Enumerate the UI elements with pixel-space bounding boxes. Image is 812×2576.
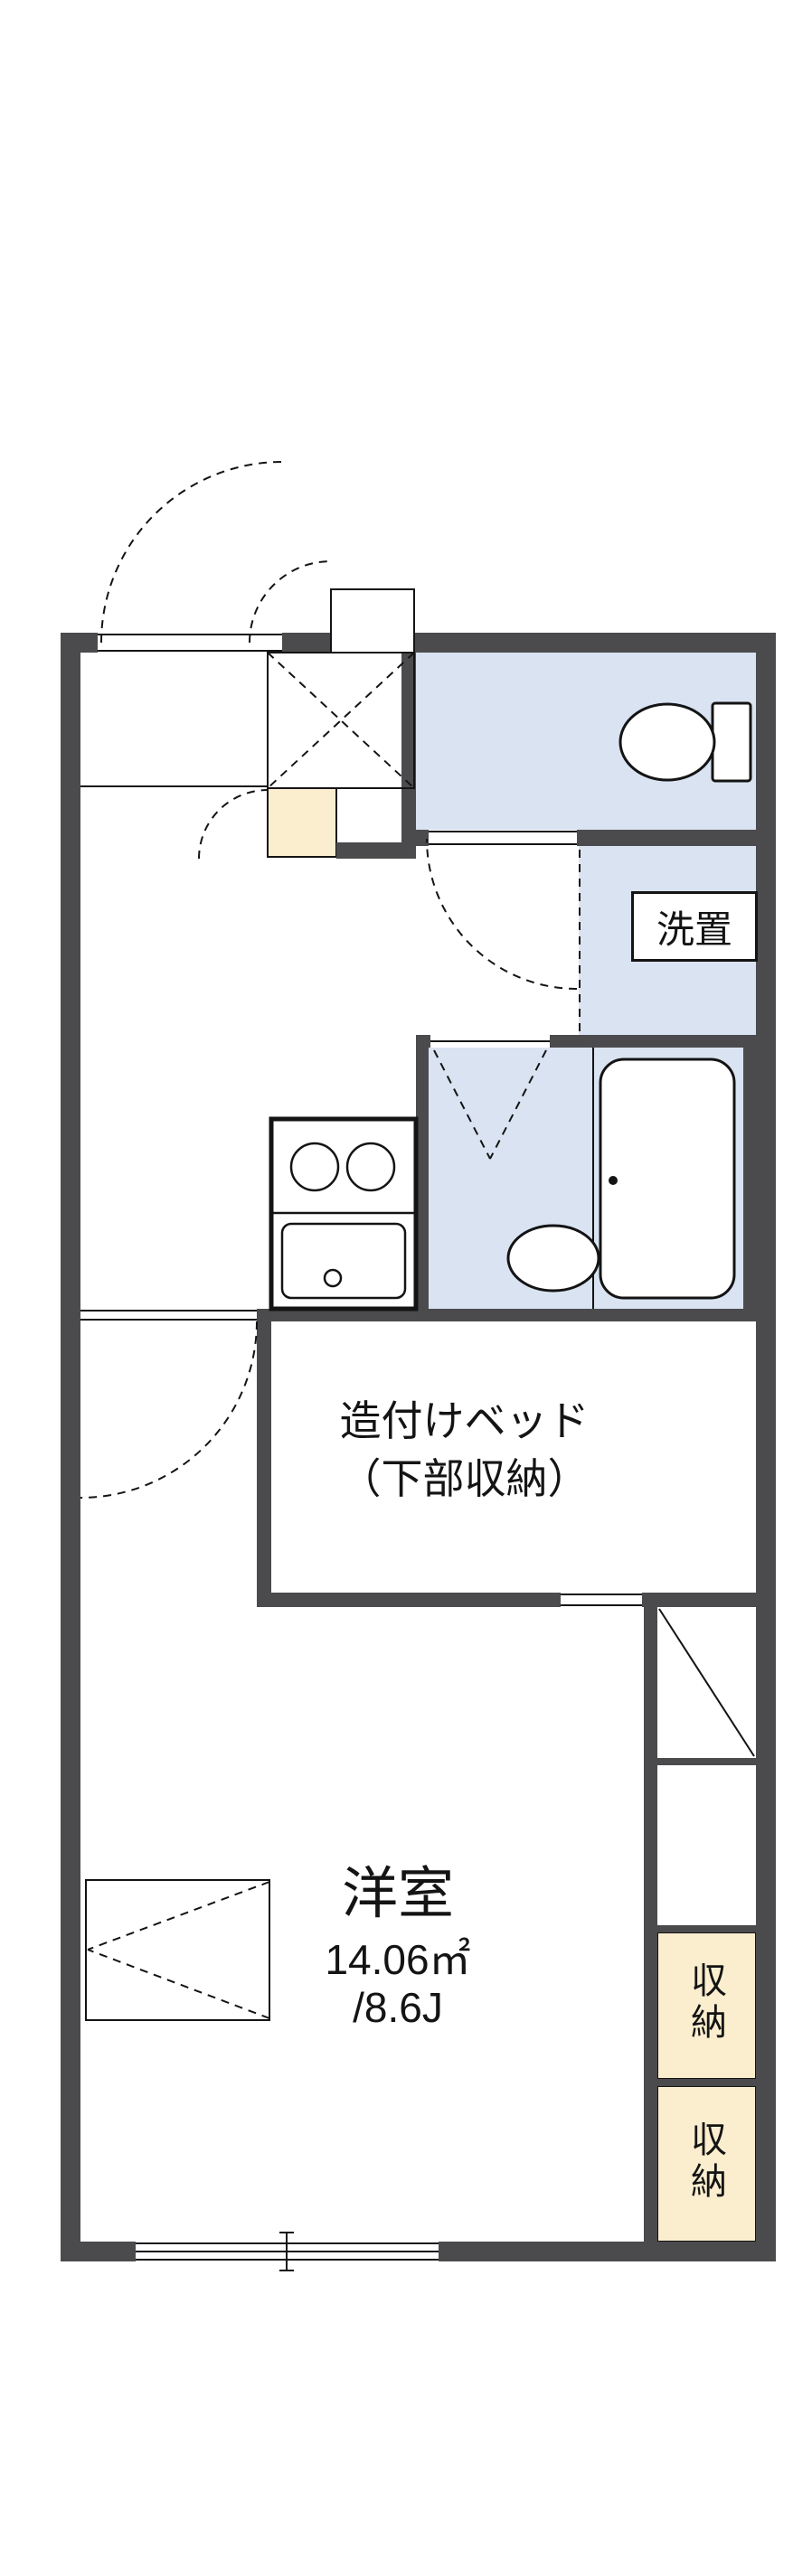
storage-upper-label: 収納 — [685, 1961, 725, 2045]
toilet-icon — [618, 702, 716, 782]
wall-bed-bottom-left — [257, 1593, 561, 1607]
wall-bath-right — [743, 1048, 756, 1309]
wall-bottom-left — [61, 2242, 136, 2261]
wall-top-right — [414, 633, 776, 653]
toilet-tank — [711, 701, 752, 783]
wall-entry-stub — [336, 842, 416, 859]
laundry-label-box: 洗置 — [631, 891, 758, 962]
wall-closet-divider-3 — [657, 2079, 756, 2086]
wall-closet-divider-1 — [657, 1758, 756, 1765]
wall-left — [61, 633, 80, 2261]
wall-bath-left — [416, 1048, 429, 1309]
wall-closet-column — [644, 1607, 657, 2242]
wall-kitchen-bottom — [257, 1309, 416, 1321]
shoe-cabinet-door-arc-icon — [198, 789, 269, 860]
wall-top-mid — [282, 633, 331, 653]
entry-x-mark-2 — [267, 652, 415, 789]
entrance-door-jamb — [330, 588, 415, 653]
wall-bed-left — [257, 1309, 271, 1607]
toilet-door-swing-arc-icon — [426, 838, 578, 990]
western-room-area-jo: /8.6J — [353, 1984, 443, 2031]
bath-folding-door-left — [433, 1049, 491, 1160]
built-in-bed-sublabel: （下部収納） — [339, 1455, 590, 1502]
entry-door-swing-arc-icon — [249, 560, 332, 644]
room-door-swing-arc-icon — [80, 1321, 258, 1499]
wall-bed-bottom-right — [642, 1593, 756, 1607]
storage-lower-label: 収納 — [685, 2120, 725, 2204]
bath-faucet-dot-icon — [609, 1176, 618, 1185]
bathtub-icon — [599, 1058, 736, 1300]
kitchen-sink-icon — [280, 1222, 407, 1300]
thin-lines — [80, 634, 755, 2271]
sink-drain-icon — [323, 1268, 343, 1288]
built-in-bed-label: 造付けベッド — [339, 1397, 590, 1444]
entrance-door-swing-arc-icon — [100, 461, 283, 644]
wall-right — [756, 633, 776, 2261]
shoe-cabinet — [267, 787, 337, 858]
wall-toilet-bottom — [577, 830, 756, 846]
bath-folding-door-right — [489, 1049, 547, 1160]
wall-bath-top-right — [550, 1035, 756, 1048]
laundry-label: 洗置 — [656, 907, 732, 951]
wall-bath-bottom — [416, 1309, 756, 1321]
stove-burner-icon — [345, 1142, 396, 1192]
folding-table-dash-bottom — [87, 1949, 270, 2019]
wall-toilet-left — [401, 653, 416, 859]
folding-table-dash-top — [87, 1881, 270, 1951]
washbasin-icon — [506, 1224, 600, 1293]
stove-burners-icon — [289, 1142, 340, 1192]
walls — [61, 633, 776, 2261]
closet-diagonal-line — [658, 1608, 755, 1757]
entry-x-mark-1 — [267, 652, 415, 789]
dashed-symbols — [80, 461, 581, 2019]
wall-toilet-bottom-stub — [416, 830, 429, 846]
western-room-label: 洋室 — [341, 1863, 454, 1925]
fixtures — [269, 588, 752, 1312]
folding-table-outline — [85, 1879, 270, 2021]
wall-bath-top-left — [416, 1035, 430, 1048]
storage-areas — [267, 787, 757, 2242]
western-room-area-sqm: 14.06㎡ — [325, 1936, 471, 1983]
wall-closet-divider-2 — [657, 1925, 756, 1932]
wall-bottom-right — [439, 2242, 776, 2261]
